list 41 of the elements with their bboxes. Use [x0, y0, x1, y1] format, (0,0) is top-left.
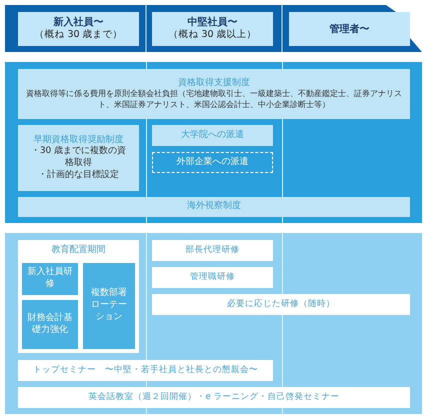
training-group-box	[18, 240, 139, 353]
training-box	[22, 300, 78, 349]
training-title: 部長代理研修	[186, 244, 240, 256]
program-box	[18, 197, 410, 217]
bullet-item: ・30 歳までに複数の資格取得	[30, 146, 128, 170]
category-panel	[5, 62, 422, 223]
program-title: 早期資格取得奨励制度	[34, 134, 124, 146]
stage-box	[152, 12, 273, 46]
program-title: 外部企業への派遣	[176, 156, 248, 168]
program-title: 大学院への派遣	[181, 130, 244, 142]
training-box	[18, 360, 273, 381]
training-title: 必要に応じた研修（随時）	[227, 298, 335, 310]
program-box	[18, 125, 139, 191]
group-title: 教育配置期間	[52, 245, 106, 257]
category-panel	[5, 233, 422, 414]
age-range-text: （概ね 30 歳以上）	[168, 29, 257, 42]
program-box	[152, 125, 273, 146]
training-title: 複数部署ローテーション	[90, 288, 128, 324]
training-title: 英会話教室（週２回開催）・e ラーニング・自己啓発セミナー	[88, 392, 340, 404]
program-title: 海外視察制度	[187, 201, 241, 213]
program-box	[152, 152, 273, 173]
training-box	[83, 263, 135, 349]
stage-label: 中堅社員〜	[188, 16, 238, 29]
stage-box	[289, 12, 410, 46]
training-title: 管理職研修	[190, 272, 235, 284]
training-box	[152, 240, 273, 261]
training-box	[22, 263, 78, 295]
training-box	[18, 387, 410, 408]
training-title: 財務会計基礎力強化	[27, 312, 73, 336]
description-text: 資格取得等に係る費用を原則全額会社負担（宅地建物取引士、一級建築士、不動産鑑定士、証券アナリスト、米国証券アナリスト、米国公認会計士、中小企業診断士等）	[25, 89, 403, 110]
bullet-item: ・計画的な目標設定	[37, 170, 120, 182]
stage-box	[18, 12, 139, 46]
age-range-text: （概ね 30 歳まで）	[34, 29, 123, 42]
training-box	[152, 294, 410, 315]
program-box	[18, 69, 410, 119]
program-title: 資格取得支援制度	[178, 78, 250, 89]
stage-label: 新入社員〜	[54, 16, 104, 29]
training-title: 新入社員研修	[27, 267, 73, 291]
training-box	[152, 267, 273, 288]
stage-label: 管理者〜	[330, 22, 370, 36]
training-title: トップセミナー 〜中堅・若手社員と社長との懇親会〜	[33, 364, 258, 376]
